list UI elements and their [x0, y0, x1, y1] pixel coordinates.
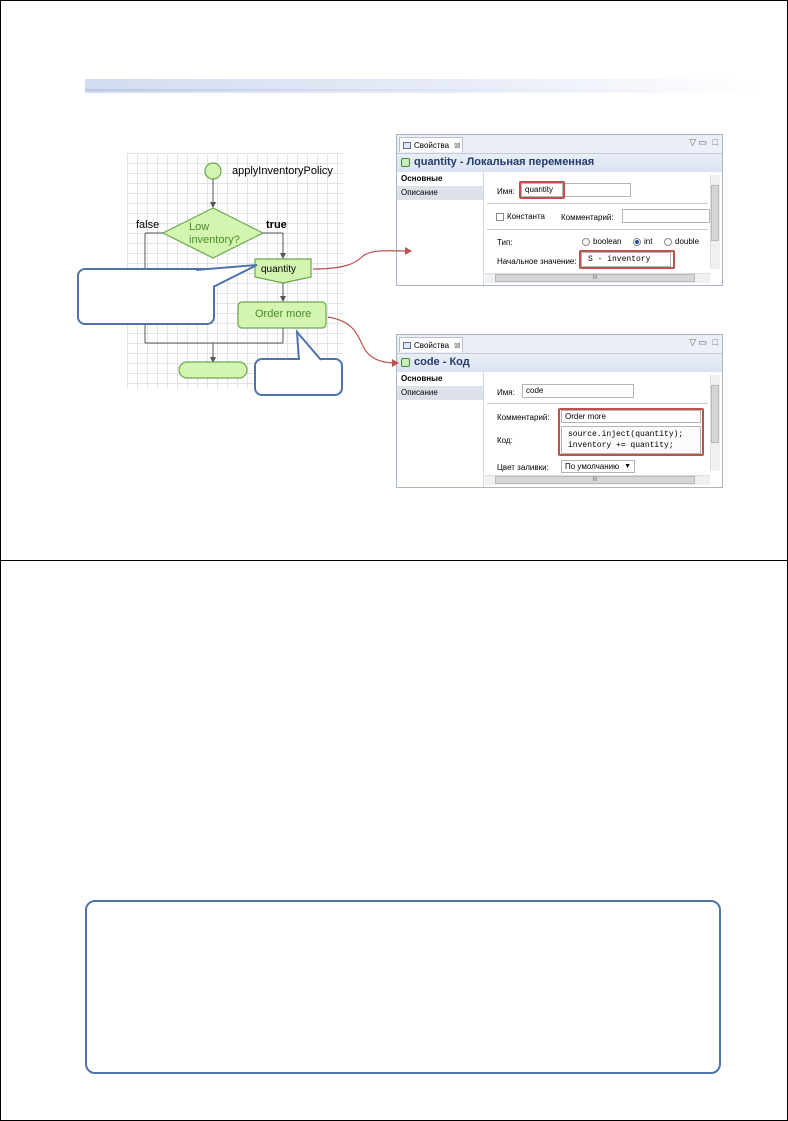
highlight-initial-value [579, 250, 675, 269]
comment-input[interactable]: Order more [561, 410, 701, 423]
minimize-icon[interactable]: ▭ [698, 337, 707, 347]
divider [487, 203, 708, 204]
name-input[interactable]: code [522, 384, 634, 398]
scroll-thumb[interactable] [711, 185, 719, 241]
horizontal-scrollbar[interactable]: III [485, 475, 710, 485]
properties-tab-label: Свойства [414, 141, 450, 150]
properties-icon [403, 342, 411, 349]
name-label: Имя: [497, 388, 515, 397]
slide-top: applyInventoryPolicy false true Low inve… [0, 0, 788, 561]
maximize-icon[interactable]: □ [712, 137, 718, 147]
name-input[interactable]: quantity [521, 183, 563, 197]
decision-label: Low inventory? [189, 221, 240, 246]
vertical-scrollbar[interactable] [710, 175, 720, 269]
section-description[interactable]: Описание [397, 386, 483, 400]
code-line-1: source.inject(quantity); [568, 430, 684, 439]
panel-title: code - Код [414, 356, 470, 368]
callout-right [254, 358, 343, 396]
type-radio-double[interactable] [664, 238, 672, 246]
close-icon[interactable]: ⊠ [454, 141, 461, 150]
panel-header: code - Код [397, 354, 722, 372]
type-int-label: int [644, 237, 653, 246]
code-editor[interactable]: source.inject(quantity); inventory += qu… [561, 426, 701, 454]
section-basic[interactable]: Основные [401, 174, 443, 183]
name-input-extension[interactable] [563, 183, 631, 197]
type-label: Тип: [497, 238, 513, 247]
slide-bottom [0, 560, 788, 1121]
action-label: Order more [255, 308, 312, 320]
assign-label: quantity [261, 264, 297, 275]
section-description[interactable]: Описание [397, 186, 483, 200]
fill-color-select[interactable]: По умолчанию ▼ [561, 460, 635, 473]
dropdown-arrow-icon: ▼ [624, 463, 631, 470]
type-boolean-label: boolean [593, 237, 622, 246]
properties-icon [403, 142, 411, 149]
name-label: Имя: [497, 187, 515, 196]
callout-tails [195, 264, 322, 361]
properties-tab[interactable]: Свойства ⊠ [399, 337, 463, 352]
properties-panel-variable: Свойства ⊠ ▽ ▭ □ quantity - Локальная пе… [396, 134, 723, 286]
h-scroll-thumb[interactable]: III [495, 476, 695, 484]
minimize-icon[interactable]: ▭ [698, 137, 707, 147]
constant-label: Константа [507, 212, 545, 221]
initial-value-label: Начальное значение: [497, 257, 577, 266]
action-node [237, 301, 327, 329]
vertical-scrollbar[interactable] [710, 375, 720, 471]
callout-left [77, 268, 215, 325]
type-radio-int[interactable] [633, 238, 641, 246]
divider [487, 403, 708, 404]
variable-icon [401, 158, 410, 167]
divider-2 [487, 229, 708, 230]
properties-tab-label: Свойства [414, 341, 450, 350]
text-box [85, 900, 721, 1074]
section-list: Основные Описание [397, 372, 484, 487]
true-label: true [266, 219, 287, 231]
highlight-code [558, 408, 704, 456]
decision-node [161, 207, 265, 259]
panel-title: quantity - Локальная переменная [414, 156, 595, 168]
horizontal-scrollbar[interactable]: III [485, 273, 710, 283]
type-double-label: double [675, 237, 700, 246]
type-radio-boolean[interactable] [582, 238, 590, 246]
panel-tabbar: Свойства ⊠ ▽ ▭ □ [397, 335, 722, 354]
fill-color-label: Цвет заливки: [497, 463, 549, 472]
h-scroll-thumb[interactable]: III [495, 274, 695, 282]
flowchart-graphics [144, 162, 327, 379]
code-label: Код: [497, 436, 513, 445]
highlight-name [519, 181, 565, 199]
view-menu-icon[interactable]: ▽ [689, 137, 696, 147]
scroll-thumb[interactable] [711, 385, 719, 443]
initial-value-input[interactable]: S - inventory [581, 252, 671, 267]
code-icon [401, 358, 410, 367]
view-menu-icon[interactable]: ▽ [689, 337, 696, 347]
section-list: Основные Описание [397, 172, 484, 285]
start-label: applyInventoryPolicy [232, 165, 333, 177]
close-icon[interactable]: ⊠ [454, 341, 461, 350]
panel-tabbar: Свойства ⊠ ▽ ▭ □ [397, 135, 722, 154]
comment-input[interactable] [622, 209, 710, 223]
properties-panel-code: Свойства ⊠ ▽ ▭ □ code - Код Основные Опи… [396, 334, 723, 488]
end-node [178, 361, 248, 379]
panel-header: quantity - Локальная переменная [397, 154, 722, 172]
assign-node [254, 258, 312, 284]
code-line-2: inventory += quantity; [568, 441, 674, 450]
false-label: false [136, 219, 160, 231]
fill-color-value: По умолчанию [565, 462, 620, 471]
properties-tab[interactable]: Свойства ⊠ [399, 137, 463, 152]
section-basic[interactable]: Основные [401, 374, 443, 383]
comment-label: Комментарий: [497, 413, 550, 422]
maximize-icon[interactable]: □ [712, 337, 718, 347]
title-band [85, 79, 761, 93]
comment-label: Комментарий: [561, 213, 614, 222]
constant-checkbox[interactable] [496, 213, 504, 221]
